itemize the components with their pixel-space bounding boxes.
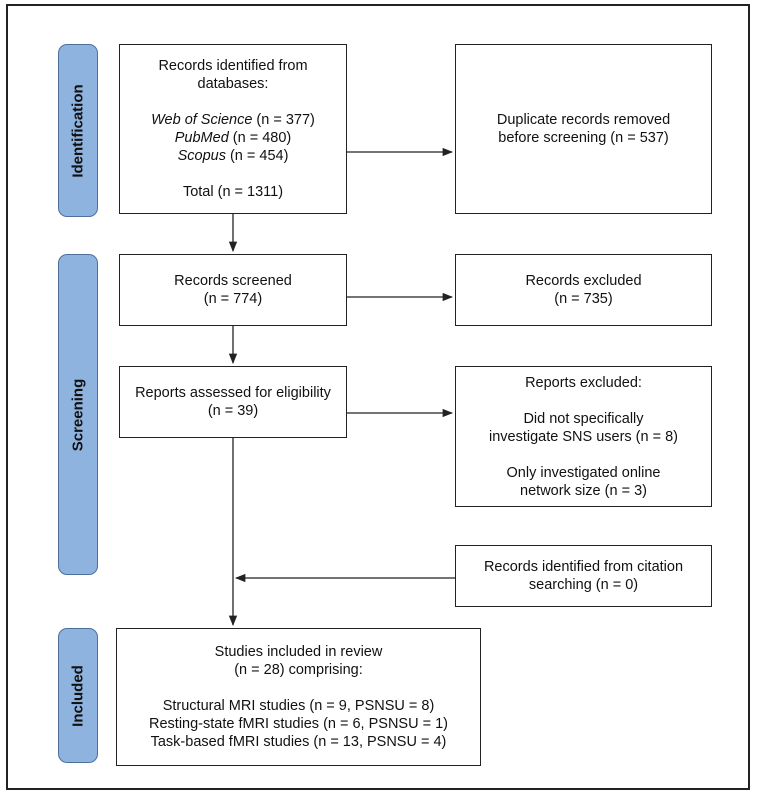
records-screened-line-1: Records screened [174, 273, 292, 289]
database-row: Scopus (n = 454) [178, 147, 289, 165]
duplicates-removed-line-2: before screening (n = 537) [498, 130, 669, 146]
phase-screening: Screening [58, 254, 98, 575]
phase-identification: Identification [58, 44, 98, 217]
database-count: (n = 377) [252, 112, 315, 128]
database-count: (n = 454) [225, 148, 289, 164]
reports-excluded-reason-2-line-2: network size (n = 3) [520, 482, 647, 499]
database-row: Web of Science (n = 377) [151, 111, 315, 129]
database-name: Scopus [177, 148, 226, 164]
duplicates-removed-box: Duplicate records removed before screeni… [455, 44, 712, 214]
citation-searching-box: Records identified from citation searchi… [455, 545, 712, 607]
database-name: Web of Science [151, 112, 253, 128]
reports-assessed-box: Reports assessed for eligibility (n = 39… [119, 366, 347, 438]
reports-excluded-reason-1-line-2: investigate SNS users (n = 8) [489, 428, 678, 445]
records-screened-box: Records screened (n = 774) [119, 254, 347, 326]
database-name: PubMed [174, 130, 229, 146]
phase-included: Included [58, 628, 98, 763]
studies-included-line-2: (n = 28) comprising: [234, 662, 363, 678]
studies-included-box: Studies included in review (n = 28) comp… [116, 628, 481, 766]
records-identified-heading-1: Records identified from [158, 58, 308, 74]
database-row: PubMed (n = 480) [175, 129, 291, 147]
database-count: (n = 480) [228, 130, 292, 146]
records-screened-line-2: (n = 774) [203, 291, 263, 307]
reports-excluded-title: Reports excluded: [525, 374, 642, 391]
studies-included-item-2: Resting-state fMRI studies (n = 6, PSNSU… [149, 716, 448, 732]
reports-assessed-line-2: (n = 39) [207, 403, 259, 419]
reports-excluded-box: Reports excluded: Did not specifically i… [455, 366, 712, 507]
duplicates-removed-line-1: Duplicate records removed [496, 112, 671, 128]
studies-included-line-1: Studies included in review [214, 644, 383, 660]
records-identified-total: Total (n = 1311) [182, 184, 284, 200]
records-excluded-box: Records excluded (n = 735) [455, 254, 712, 326]
records-excluded-line-1: Records excluded [525, 273, 642, 289]
diagram-frame [6, 4, 750, 790]
studies-included-item-1: Structural MRI studies (n = 9, PSNSU = 8… [162, 698, 435, 714]
studies-included-item-3: Task-based fMRI studies (n = 13, PSNSU =… [150, 734, 447, 750]
records-identified-heading-2: databases: [197, 76, 269, 92]
reports-excluded-reason-1-line-1: Did not specifically [523, 410, 644, 427]
citation-searching-line-1: Records identified from citation [483, 559, 684, 575]
citation-searching-line-2: searching (n = 0) [528, 577, 639, 593]
records-identified-box: Records identified from databases: Web o… [119, 44, 347, 214]
reports-assessed-line-1: Reports assessed for eligibility [135, 385, 331, 401]
records-excluded-line-2: (n = 735) [554, 291, 613, 307]
reports-excluded-reason-2-line-1: Only investigated online [506, 464, 661, 481]
